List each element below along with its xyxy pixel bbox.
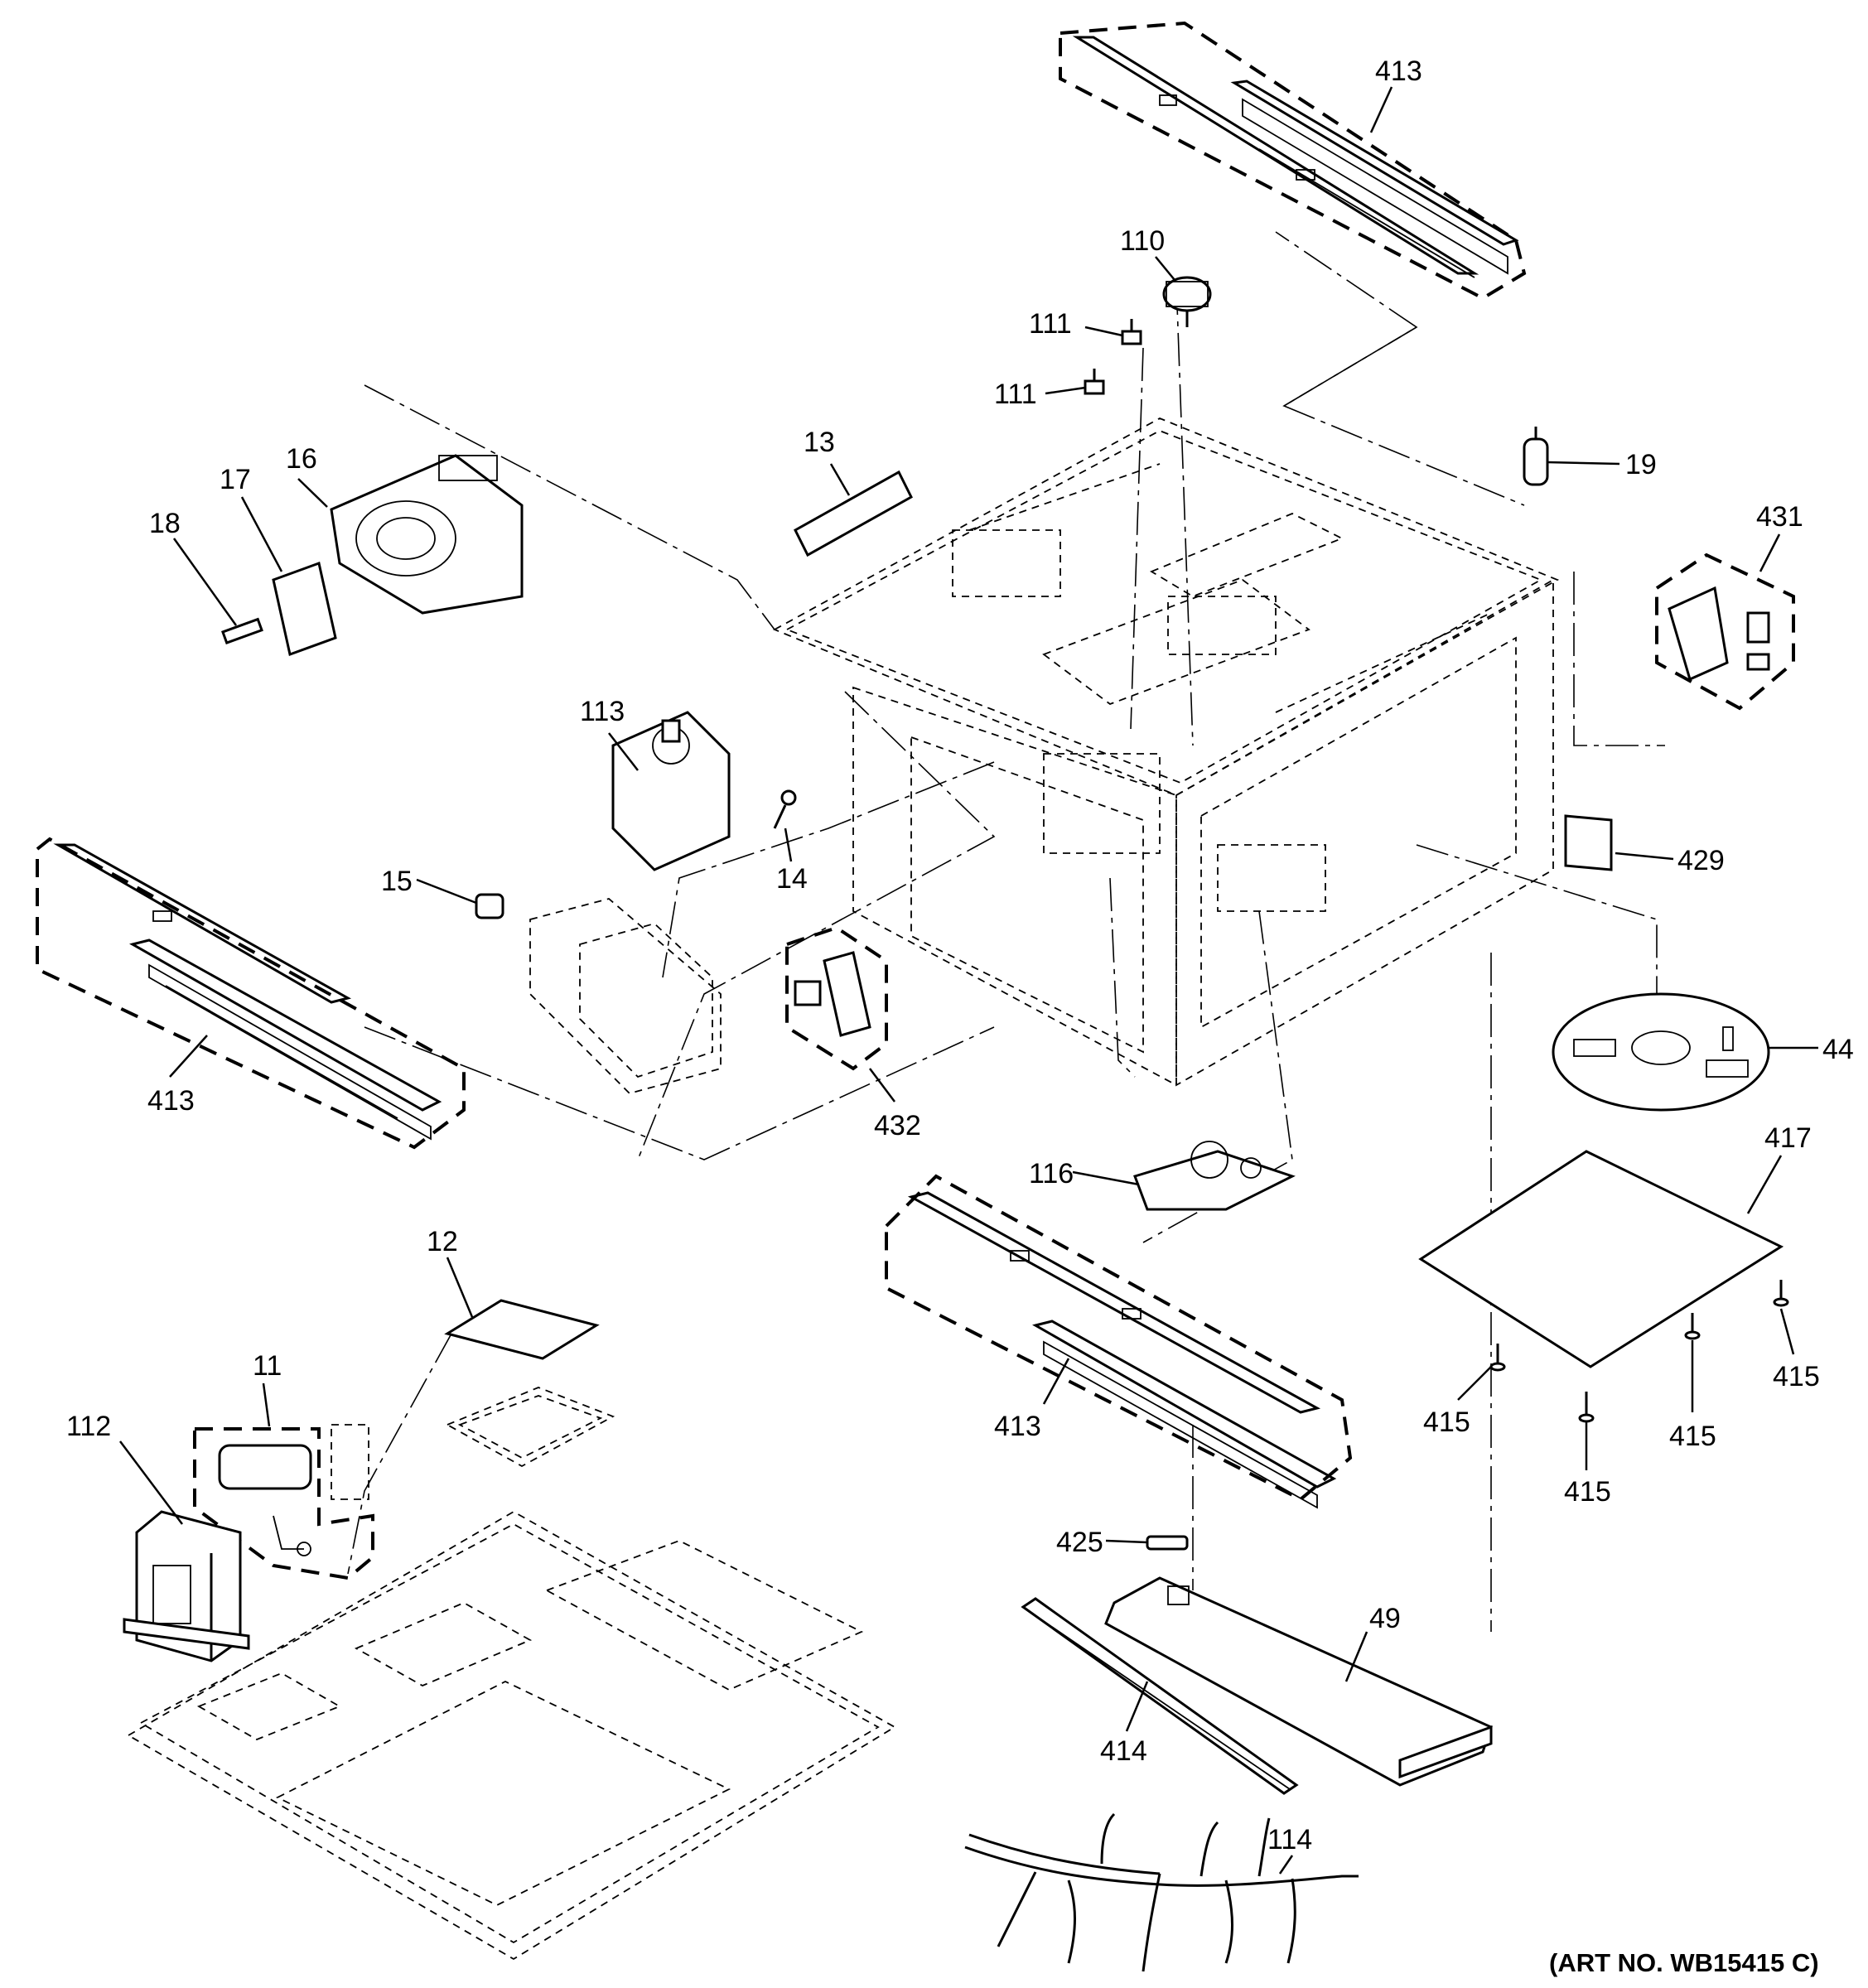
part-15-fuse-holder — [475, 893, 504, 919]
part-414-vent-grille — [1021, 1597, 1299, 1795]
callout-11: 11 — [253, 1350, 282, 1382]
part-18-fuse — [221, 617, 263, 645]
callout-415-b: 415 — [1564, 1476, 1611, 1508]
callout-111-a: 111 — [1029, 308, 1072, 340]
part-431-switch-assembly — [1655, 552, 1795, 711]
part-44-turntable-plate — [1552, 992, 1770, 1112]
part-111-thermostat-b — [1084, 369, 1105, 395]
part-113-magnetron — [611, 711, 731, 871]
part-112-transformer — [123, 1510, 250, 1662]
part-425-sensor — [1146, 1535, 1189, 1551]
callout-14: 14 — [776, 863, 808, 895]
callout-110: 110 — [1120, 225, 1165, 257]
part-12-control-board — [444, 1299, 615, 1468]
part-13-panel — [794, 470, 913, 557]
art-number: (ART NO. WB15415 C) — [1549, 1948, 1819, 1977]
callout-16: 16 — [286, 443, 317, 475]
part-114-wire-harness — [964, 1812, 1359, 1972]
part-415-screw-c — [1684, 1313, 1701, 1340]
part-111-thermostat-a — [1121, 319, 1142, 345]
callout-116: 116 — [1029, 1158, 1074, 1189]
rail-assembly-middle — [885, 1174, 1353, 1509]
leader-lines — [119, 86, 1818, 1875]
callout-15: 15 — [381, 866, 413, 897]
callout-44: 44 — [1822, 1034, 1854, 1065]
part-49-bracket — [1104, 1576, 1493, 1787]
callout-429: 429 — [1677, 845, 1725, 876]
part-19-lamp — [1523, 427, 1549, 486]
part-110-motor — [1162, 276, 1212, 327]
rail-assembly-top — [1059, 21, 1527, 301]
base-plate — [127, 1510, 896, 1961]
part-17-bracket — [272, 562, 337, 656]
callout-415-c: 415 — [1669, 1421, 1716, 1452]
callout-413-mid: 413 — [994, 1411, 1041, 1442]
callout-413-top: 413 — [1375, 55, 1422, 87]
callout-17: 17 — [220, 464, 251, 495]
callout-431: 431 — [1756, 501, 1803, 533]
part-16-blower — [330, 454, 524, 615]
rail-assembly-left — [36, 837, 466, 1150]
part-429-label — [1564, 814, 1613, 871]
callout-113: 113 — [580, 696, 625, 727]
callout-19: 19 — [1625, 449, 1657, 480]
callout-415-d: 415 — [1773, 1361, 1820, 1392]
part-417-cover-plate — [1418, 1150, 1784, 1368]
callout-432: 432 — [874, 1110, 921, 1141]
callout-13: 13 — [804, 427, 835, 458]
part-432-interlock-assembly — [785, 925, 888, 1071]
callout-112: 112 — [66, 1411, 111, 1442]
oven-cabinet — [772, 417, 1560, 1087]
part-11-capacitor-assembly — [193, 1424, 374, 1580]
callout-49: 49 — [1369, 1603, 1401, 1634]
callout-415-a: 415 — [1423, 1407, 1470, 1438]
hv-component-housing — [529, 898, 722, 1095]
callout-111-b: 111 — [994, 379, 1037, 410]
center-lines — [347, 231, 1665, 1632]
callout-12: 12 — [427, 1226, 458, 1257]
callout-413-left: 413 — [147, 1085, 195, 1117]
callout-18: 18 — [149, 508, 181, 539]
callout-414: 414 — [1100, 1735, 1147, 1767]
callout-417: 417 — [1764, 1122, 1812, 1154]
part-415-screw-b — [1578, 1392, 1595, 1423]
callout-114: 114 — [1267, 1824, 1312, 1855]
callout-425: 425 — [1056, 1527, 1103, 1558]
part-14-screw — [773, 789, 797, 829]
part-415-screw-a — [1489, 1344, 1506, 1372]
part-116-stirrer-motor — [1133, 1141, 1296, 1211]
part-415-screw-d — [1773, 1280, 1789, 1307]
callout-labels: 413 110 111 111 13 19 16 17 18 431 113 1… — [66, 55, 1854, 1977]
